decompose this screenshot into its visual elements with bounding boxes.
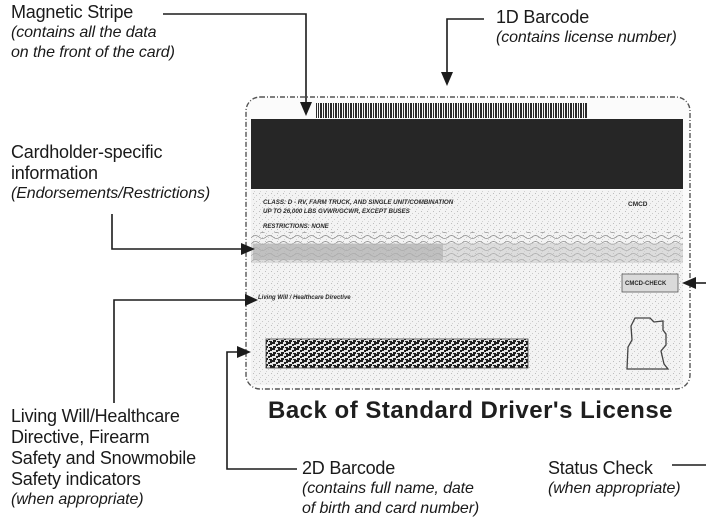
- barcode-2d-title: 2D Barcode: [302, 458, 479, 479]
- diagram-caption: Back of Standard Driver's License: [268, 397, 673, 425]
- living-will-note: (when appropriate): [11, 490, 196, 510]
- living-will-title-2: Directive, Firearm: [11, 427, 196, 448]
- barcode-1d-title: 1D Barcode: [496, 7, 677, 28]
- callout-2d-barcode: 2D Barcode (contains full name, date of …: [302, 458, 479, 519]
- connector-cardholder-info: [112, 214, 243, 249]
- living-will-title-1: Living Will/Healthcare: [11, 406, 196, 427]
- callout-magnetic-stripe: Magnetic Stripe (contains all the data o…: [11, 2, 175, 63]
- status-check-note: (when appropriate): [548, 479, 681, 499]
- arrow-2d-barcode: [237, 346, 251, 358]
- magnetic-stripe-title: Magnetic Stripe: [11, 2, 175, 23]
- arrow-magnetic-stripe: [300, 102, 312, 116]
- callout-status-check: Status Check (when appropriate): [548, 458, 681, 499]
- callout-living-will: Living Will/Healthcare Directive, Firear…: [11, 406, 196, 510]
- barcode-2d-note-2: of birth and card number): [302, 499, 479, 519]
- living-will-title-3: Safety and Snowmobile: [11, 448, 196, 469]
- cardholder-info-title-2: information: [11, 163, 210, 184]
- callout-1d-barcode: 1D Barcode (contains license number): [496, 7, 677, 48]
- connector-magnetic-stripe: [163, 14, 306, 104]
- magnetic-stripe-note-2: on the front of the card): [11, 43, 175, 63]
- magnetic-stripe-note-1: (contains all the data: [11, 23, 175, 43]
- barcode-1d-note: (contains license number): [496, 28, 677, 48]
- living-will-title-4: Safety indicators: [11, 469, 196, 490]
- barcode-2d-note-1: (contains full name, date: [302, 479, 479, 499]
- connector-1d-barcode: [447, 19, 484, 74]
- callout-cardholder-info: Cardholder-specific information (Endorse…: [11, 142, 210, 204]
- cardholder-info-title-1: Cardholder-specific: [11, 142, 210, 163]
- status-check-title: Status Check: [548, 458, 681, 479]
- arrow-living-will: [245, 294, 258, 306]
- arrow-cardholder-info: [241, 243, 255, 255]
- cardholder-info-note: (Endorsements/Restrictions): [11, 184, 210, 204]
- arrow-1d-barcode: [441, 72, 453, 86]
- arrow-status-check: [682, 277, 696, 289]
